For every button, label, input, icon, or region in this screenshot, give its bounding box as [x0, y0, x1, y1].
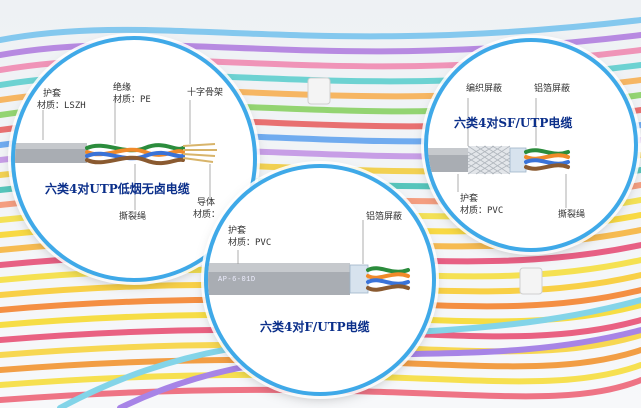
sf-utp-cable-illustration [428, 98, 570, 208]
label-jacket: 护套 [43, 89, 62, 99]
label-insulation-material: 材质：PE [113, 95, 151, 105]
label-jacket: 护套 [460, 194, 479, 204]
label-braid-shield: 编织屏蔽 [466, 84, 503, 94]
label-foil-shield: 铝箔屏蔽 [366, 212, 403, 222]
lens-title: 六类4对SF/UTP电缆 [454, 116, 573, 130]
lens-utp-lszh: 护套 材质：LSZH 绝缘 材质：PE 十字骨架 六类4对UTP低烟无卤电缆 撕… [15, 40, 253, 278]
label-conductor-material: 材质： [193, 210, 221, 220]
cable-print-mark: AP-6-01D [218, 276, 256, 284]
label-ripcord: 撕裂绳 [558, 210, 586, 220]
label-foil-shield: 铝箔屏蔽 [534, 84, 571, 94]
f-utp-cable-illustration [208, 220, 410, 295]
label-jacket-material: 材质：PVC [228, 238, 272, 248]
label-jacket-material: 材质：PVC [460, 206, 504, 216]
lens-title: 六类4对UTP低烟无卤电缆 [45, 182, 190, 196]
lens-sf-utp: 编织屏蔽 铝箔屏蔽 六类4对SF/UTP电缆 护套 材质：PVC 撕裂绳 [428, 42, 634, 248]
label-jacket-material: 材质：LSZH [37, 101, 86, 111]
label-ripcord: 撕裂绳 [119, 212, 147, 222]
label-cross-filler: 十字骨架 [187, 88, 224, 98]
utp-cable-illustration [15, 100, 217, 210]
label-jacket: 护套 [228, 226, 247, 236]
lens-f-utp: 铝箔屏蔽 护套 材质：PVC AP-6-01D 六类4对F/UTP电缆 [208, 168, 432, 392]
label-insulation: 绝缘 [113, 83, 132, 93]
label-conductor: 导体 [197, 198, 216, 208]
lens-title: 六类4对F/UTP电缆 [260, 320, 370, 334]
